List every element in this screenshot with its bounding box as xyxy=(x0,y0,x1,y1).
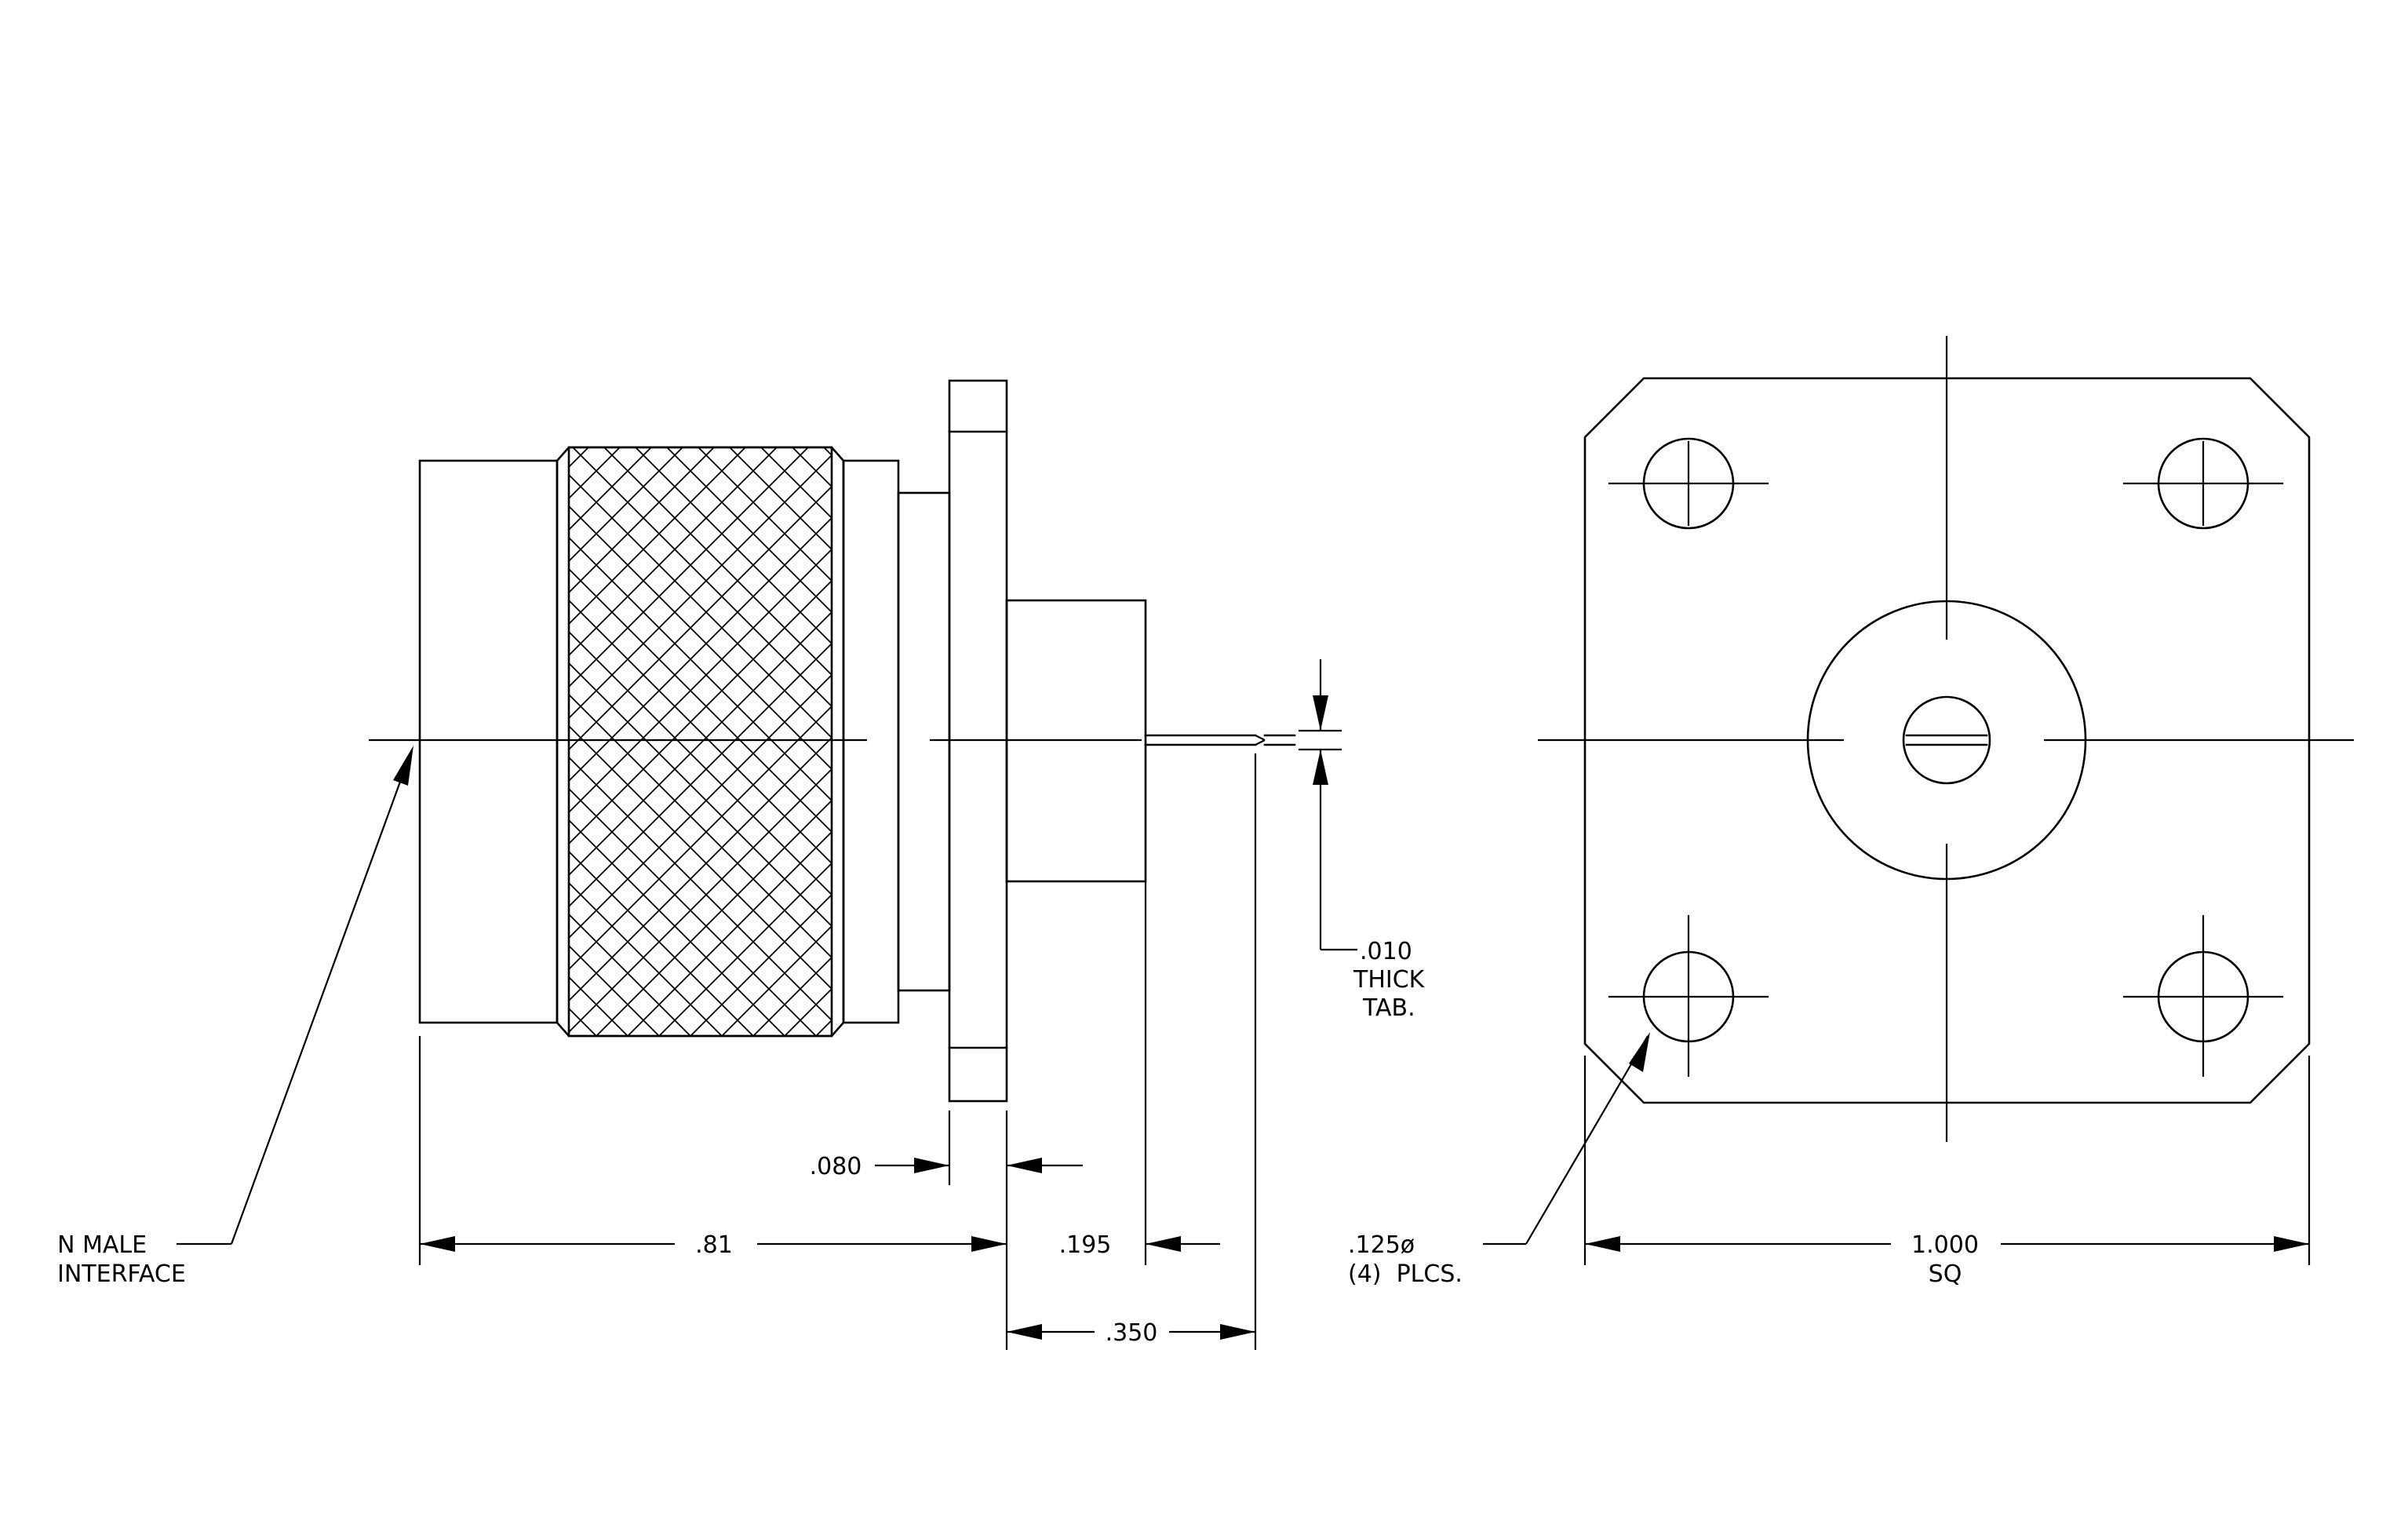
front-view: 1.000 SQ .125ø (4) PLCS. xyxy=(1348,336,2354,1288)
interface-label-line1: N MALE xyxy=(57,1231,147,1259)
dim-overall-label: .81 xyxy=(695,1231,733,1259)
mounting-hole-bl xyxy=(1608,915,1769,1077)
rear-body xyxy=(1005,599,1147,883)
interface-label-line2: INTERFACE xyxy=(57,1260,186,1288)
dim-overall: .81 xyxy=(420,1231,1007,1259)
dim-flange-label: .080 xyxy=(810,1153,862,1180)
hole-note-line1: .125ø xyxy=(1348,1231,1415,1259)
mounting-hole-br xyxy=(2123,915,2283,1077)
side-view: .81 .080 .195 .350 xyxy=(57,379,1426,1350)
hole-leader: .125ø (4) PLCS. xyxy=(1348,1032,1650,1288)
tab-note-line2: THICK xyxy=(1353,966,1426,994)
mounting-hole-tr xyxy=(2123,437,2283,530)
mounting-hole-tl xyxy=(1608,437,1769,530)
knurled-nut xyxy=(556,446,845,1038)
tab-note-line1: .010 xyxy=(1360,938,1412,965)
interface-leader: N MALE INTERFACE xyxy=(57,746,413,1288)
body-circle xyxy=(1806,600,2087,881)
rear-ring xyxy=(842,459,900,1024)
dim-tab-thickness: .010 THICK TAB. xyxy=(1313,659,1426,1022)
dim-body: .195 xyxy=(1059,1231,1220,1259)
neck xyxy=(897,491,951,992)
dim-tab-length: .350 xyxy=(1007,1319,1255,1347)
tab-note-line3: TAB. xyxy=(1362,994,1415,1022)
dim-square-line1: 1.000 xyxy=(1911,1231,1979,1259)
center-contact xyxy=(1902,695,1991,785)
dim-body-label: .195 xyxy=(1059,1231,1112,1259)
dim-square-line2: SQ xyxy=(1929,1260,1962,1288)
dim-square: 1.000 SQ xyxy=(1585,1231,2309,1288)
dim-flange: .080 xyxy=(810,1153,1083,1180)
hole-note-line2: (4) PLCS. xyxy=(1348,1260,1463,1288)
flange-outline xyxy=(1583,377,2311,1104)
coupling-front xyxy=(418,459,559,1024)
dim-tab-length-label: .350 xyxy=(1106,1319,1158,1347)
solder-tab xyxy=(1144,729,1342,751)
